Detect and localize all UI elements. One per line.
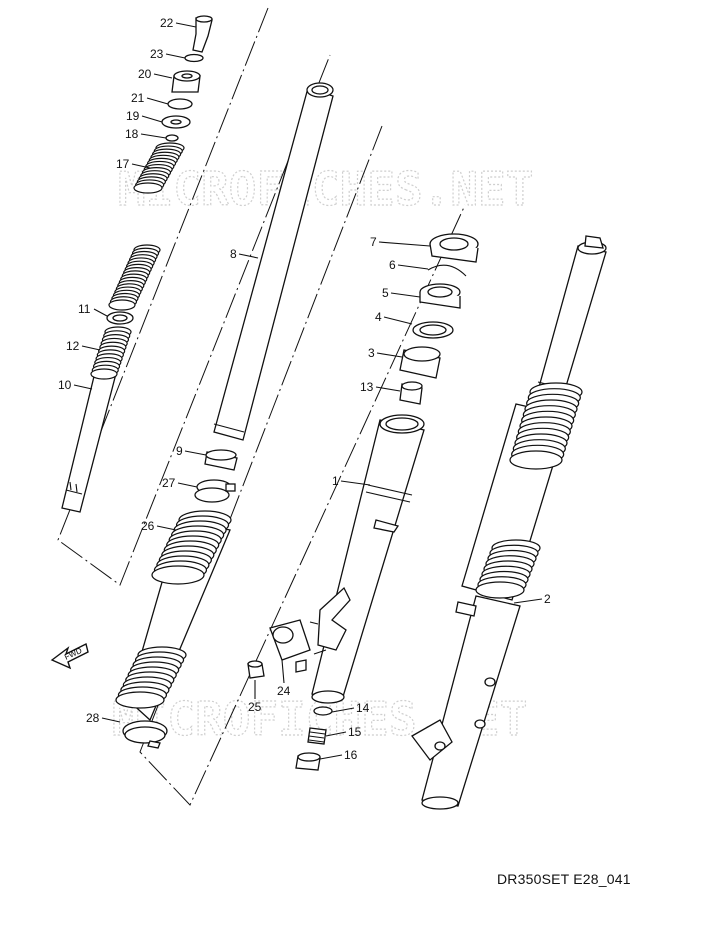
callout-label: 15 bbox=[348, 725, 362, 739]
callout-label: 26 bbox=[141, 519, 155, 533]
callout-label: 21 bbox=[131, 91, 145, 105]
callout-label: 10 bbox=[58, 378, 72, 392]
part-27-clamp bbox=[194, 479, 236, 503]
callout-label: 16 bbox=[344, 748, 358, 762]
fwd-arrow-icon: FWD bbox=[50, 642, 89, 670]
callout-label: 18 bbox=[125, 127, 139, 141]
callout-leader bbox=[165, 53, 186, 59]
callouts: 1234567891011121314151617181920212223242… bbox=[58, 16, 551, 762]
part-17-spring bbox=[108, 142, 185, 311]
callout-label: 6 bbox=[389, 258, 396, 272]
part-brake-bracket bbox=[309, 586, 351, 655]
part-26-fork-boot bbox=[115, 510, 232, 722]
diagram-code: DR350SET E28_041 bbox=[497, 871, 631, 887]
callout-leader bbox=[175, 22, 197, 28]
callout-leader bbox=[93, 308, 108, 317]
callout-label: 24 bbox=[277, 684, 291, 698]
callout-label: 4 bbox=[375, 310, 382, 324]
part-3-bushing bbox=[399, 346, 441, 379]
part-18-circlip bbox=[165, 134, 179, 142]
callout-leader bbox=[376, 352, 403, 358]
callout-leader bbox=[131, 163, 151, 169]
part-14-gasket bbox=[313, 706, 333, 716]
part-22-cap-bolt bbox=[192, 15, 213, 53]
part-5-oil-seal bbox=[419, 283, 461, 309]
callout-leader bbox=[378, 241, 431, 247]
callout-label: 7 bbox=[370, 235, 377, 249]
callout-label: 2 bbox=[544, 592, 551, 606]
callout-leader bbox=[397, 264, 429, 270]
part-23-o-ring bbox=[184, 53, 204, 63]
callout-label: 20 bbox=[138, 67, 152, 81]
part-19-washer bbox=[161, 115, 191, 129]
callout-label: 3 bbox=[368, 346, 375, 360]
callout-leader bbox=[146, 97, 169, 105]
callout-leader bbox=[156, 525, 177, 531]
part-28-clamp bbox=[122, 720, 168, 749]
callout-label: 23 bbox=[150, 47, 164, 61]
part-8-inner-tube bbox=[213, 82, 334, 441]
callout-label: 17 bbox=[116, 157, 130, 171]
callout-leader bbox=[177, 482, 198, 488]
callout-label: 8 bbox=[230, 247, 237, 261]
callout-leader bbox=[140, 133, 167, 139]
callout-leader bbox=[340, 480, 371, 486]
callout-leader bbox=[331, 707, 355, 713]
part-13-bushing bbox=[399, 381, 423, 405]
part-1-outer-tube bbox=[311, 414, 425, 704]
callout-label: 1 bbox=[332, 474, 339, 488]
part-11-ring bbox=[106, 311, 134, 325]
callout-label: 11 bbox=[78, 302, 91, 316]
callout-leader bbox=[390, 292, 421, 298]
part-15-drain-bolt bbox=[307, 727, 327, 745]
part-24-axle-holder bbox=[269, 619, 311, 673]
part-7-dust-seal bbox=[429, 233, 479, 263]
callout-leader bbox=[281, 659, 285, 684]
callout-label: 22 bbox=[160, 16, 174, 30]
part-6-circlip bbox=[427, 264, 467, 277]
callout-label: 25 bbox=[248, 700, 262, 714]
callout-label: 28 bbox=[86, 711, 100, 725]
callout-label: 13 bbox=[360, 380, 374, 394]
callout-leader bbox=[325, 731, 347, 737]
callout-leader bbox=[238, 253, 259, 259]
callout-leader bbox=[513, 598, 543, 604]
part-20-nut bbox=[171, 70, 201, 93]
callout-leader bbox=[141, 115, 163, 123]
part-25-nut bbox=[247, 660, 265, 679]
part-2-fork-assembly bbox=[411, 235, 607, 810]
callout-label: 19 bbox=[126, 109, 140, 123]
part-16-cap bbox=[295, 752, 321, 771]
callout-leader bbox=[383, 316, 413, 325]
callout-leader bbox=[153, 73, 173, 79]
part-4-washer bbox=[412, 321, 454, 339]
callout-label: 9 bbox=[176, 444, 183, 458]
callout-leader bbox=[375, 386, 401, 392]
callout-leader bbox=[73, 384, 93, 390]
callout-label: 14 bbox=[356, 701, 370, 715]
callout-leader bbox=[81, 345, 101, 351]
part-12-rebound-spring bbox=[90, 326, 132, 380]
group-outline-left bbox=[57, 7, 331, 586]
callout-label: 12 bbox=[66, 339, 80, 353]
callout-leader bbox=[319, 754, 343, 760]
callout-label: 27 bbox=[162, 476, 176, 490]
group-outline-mid bbox=[139, 125, 466, 806]
callout-leader bbox=[101, 717, 121, 723]
callout-label: 5 bbox=[382, 286, 389, 300]
callout-leader bbox=[184, 450, 207, 456]
watermark-top: MICROFICHES.NET bbox=[118, 162, 533, 216]
part-21-washer bbox=[167, 98, 193, 110]
part-9-bushing bbox=[204, 449, 238, 471]
